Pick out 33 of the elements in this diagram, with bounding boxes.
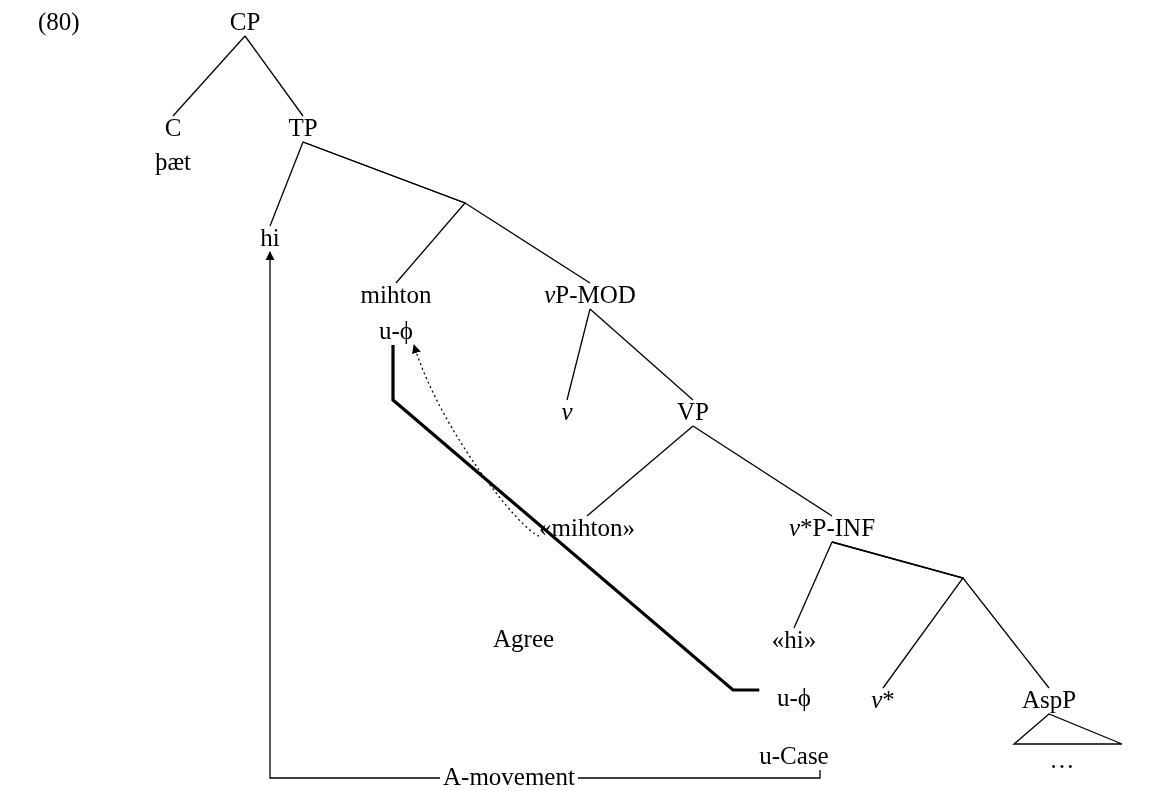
branch-line — [589, 308, 694, 401]
tree-node-label: … — [1049, 746, 1075, 774]
tree-node-label: u-Case — [759, 742, 829, 770]
branch-line — [831, 541, 1050, 689]
tree-node-label: v — [561, 398, 573, 426]
tree-node-label: hi — [260, 224, 280, 252]
tree-node-label: TP — [288, 114, 318, 142]
agree-line — [391, 345, 760, 692]
tree-node-label: v* — [871, 686, 895, 714]
tree-node-label: mihton — [360, 281, 432, 309]
branch-line — [586, 425, 694, 517]
tree-node-label: þæt — [154, 148, 192, 176]
branch-line — [244, 35, 304, 117]
tree-node-label: C — [163, 114, 183, 142]
branch-line — [692, 425, 833, 517]
branch-line — [793, 541, 833, 629]
branch-line — [269, 141, 304, 227]
branch-line — [172, 35, 246, 117]
example-number: (80) — [38, 8, 80, 36]
movement-arrow — [412, 344, 540, 537]
tree-node-label: «hi» — [770, 626, 818, 654]
tree-node-label: u-ϕ — [776, 684, 812, 712]
tree-node-label: CP — [229, 8, 261, 36]
tree-node-label: AspP — [1021, 686, 1077, 714]
branch-line — [302, 141, 591, 284]
triangle-branch — [1012, 713, 1123, 745]
tree-node-label: VP — [677, 398, 709, 426]
tree-node-label: v*P-INF — [788, 514, 876, 542]
edge-label: A-movement — [440, 766, 578, 788]
tree-node-label: u-ϕ — [378, 317, 414, 345]
tree-node-label: vP-MOD — [544, 281, 636, 309]
tree-node-label: «mihton» — [539, 514, 635, 542]
branch-line — [566, 308, 591, 401]
